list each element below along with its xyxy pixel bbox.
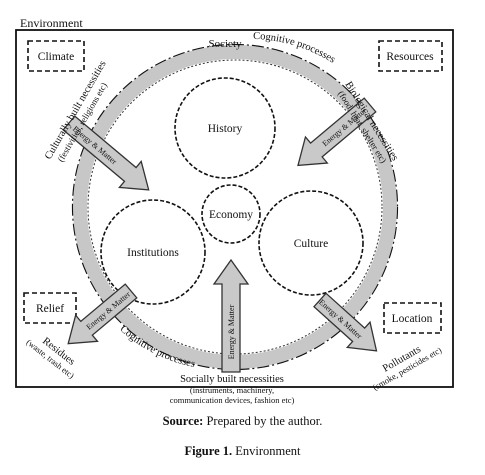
svg-text:Energy & Matter: Energy & Matter — [227, 304, 236, 359]
economy-sphere: Economy — [201, 184, 261, 244]
svg-text:Socially built necessities: Socially built necessities — [180, 374, 284, 385]
svg-text:Economy: Economy — [209, 209, 253, 221]
location-box: Location — [383, 302, 442, 334]
svg-text:communication devices, fashion: communication devices, fashion etc) — [170, 395, 295, 405]
climate-box: Climate — [27, 40, 85, 72]
socially-built-arrow: Energy & Matter — [212, 258, 250, 373]
svg-text:History: History — [208, 123, 243, 135]
resources-box: Resources — [378, 40, 443, 72]
source-caption: Source: Prepared by the author. — [0, 414, 485, 429]
environment-label: Environment — [20, 16, 83, 30]
figure-label: Figure 1. — [184, 444, 233, 458]
figure-text: Environment — [232, 444, 301, 458]
history-sphere: History — [174, 77, 276, 179]
svg-text:Institutions: Institutions — [127, 247, 179, 259]
source-text: Prepared by the author. — [203, 414, 323, 428]
culture-sphere: Culture — [258, 190, 364, 296]
inner-boundary — [87, 59, 383, 355]
relief-box: Relief — [23, 292, 77, 324]
svg-text:Climate: Climate — [38, 51, 74, 63]
svg-text:Relief: Relief — [36, 303, 64, 315]
environment-diagram: Environment Society Cognitive processes … — [15, 16, 454, 405]
svg-text:Resources: Resources — [386, 51, 434, 63]
svg-text:(instruments, machinery,: (instruments, machinery, — [190, 385, 274, 395]
svg-text:Culture: Culture — [294, 238, 329, 250]
society-label: Society — [209, 38, 242, 50]
institutions-sphere: Institutions — [100, 199, 206, 305]
source-label: Source: — [162, 414, 204, 428]
figure-caption: Figure 1. Environment — [0, 444, 485, 459]
socially-built-label: Socially built necessities (instruments,… — [170, 374, 295, 405]
svg-text:Location: Location — [392, 313, 433, 325]
